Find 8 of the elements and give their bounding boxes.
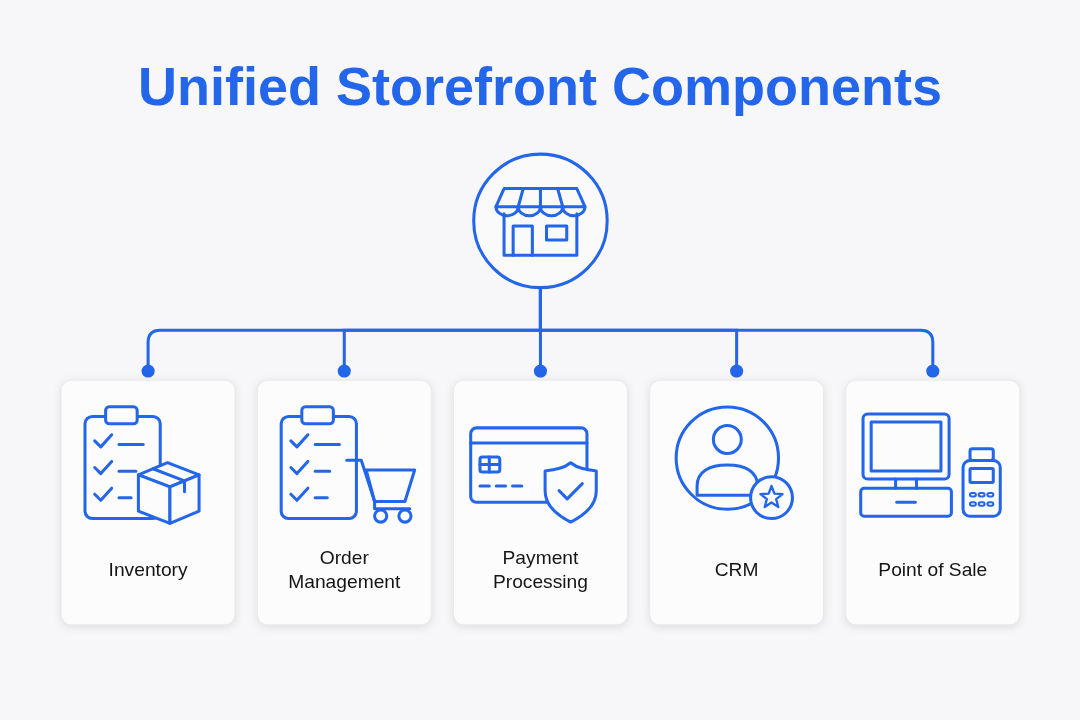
connector [538,287,939,378]
node-box: Inventory [60,379,236,626]
node-box: Payment Processing [452,379,628,626]
title: Unified Storefront Components [137,55,943,118]
node-box: Order Management [256,379,432,626]
node-circle [471,152,609,290]
node-box: Point of Sale [844,379,1020,626]
node-box: CRM [648,379,824,626]
